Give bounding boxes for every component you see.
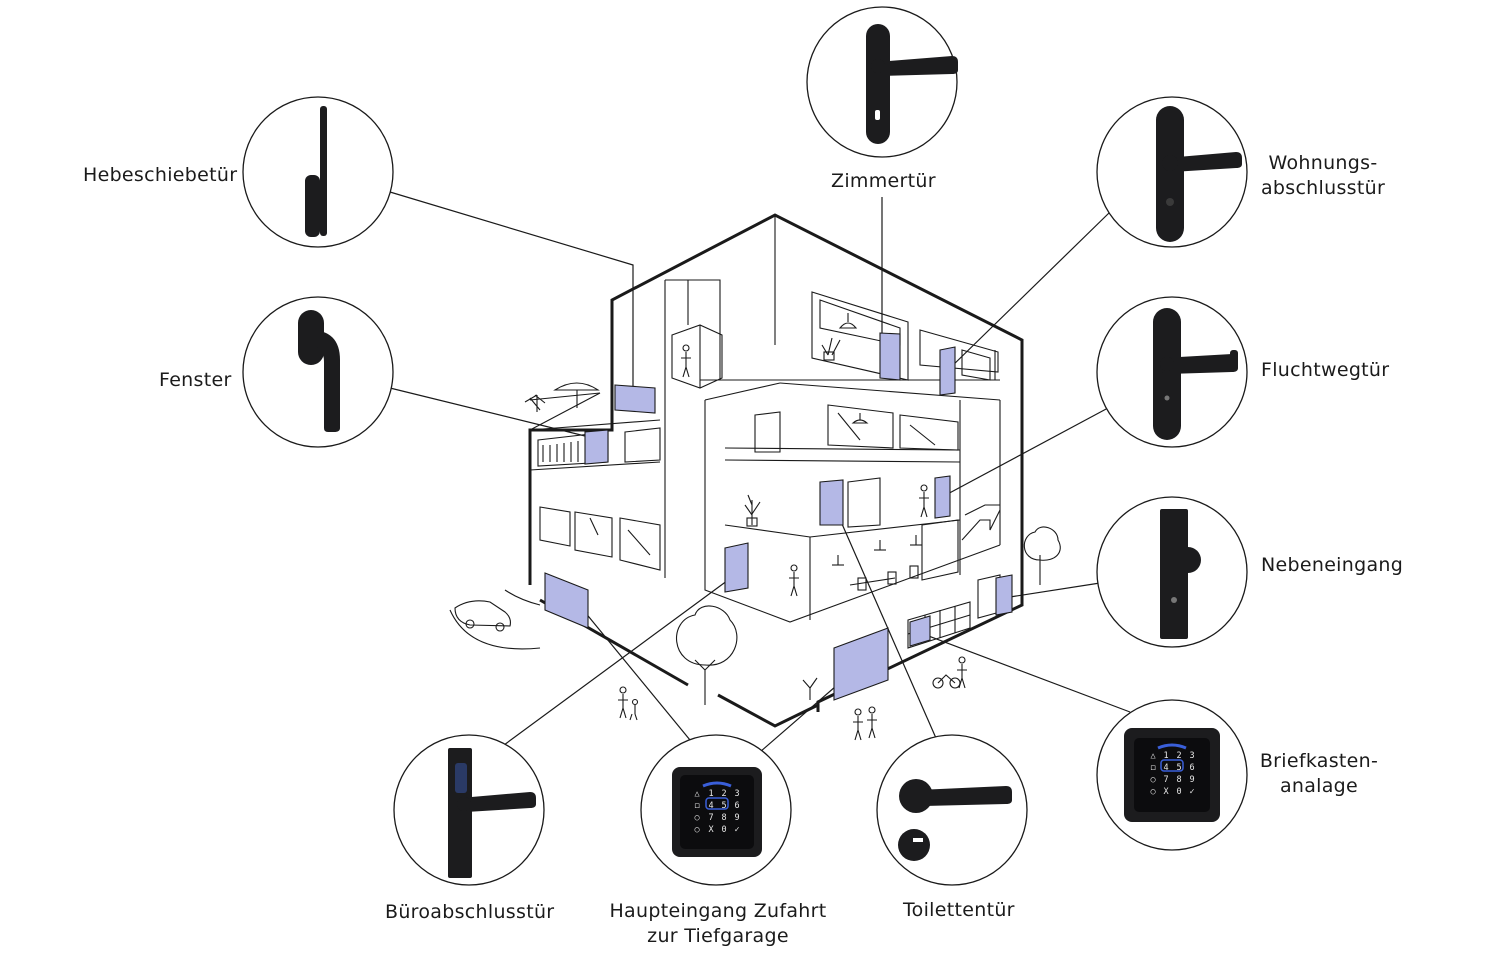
connector-fluchtwegtuer <box>941 407 1109 498</box>
apartment-door-lever-icon <box>1156 106 1242 242</box>
label-fluchtwegtuer: Fluchtwegtür <box>1261 359 1390 381</box>
label-line: Wohnungs- <box>1268 152 1378 174</box>
highlight-wohnungsabschluss <box>939 346 956 396</box>
connector-wohnungsabschluss <box>947 211 1111 371</box>
key: 4 <box>708 801 713 811</box>
side-entrance-knob-icon <box>1160 509 1201 639</box>
building <box>449 213 1061 741</box>
connector-lines <box>389 191 1131 771</box>
car <box>454 600 511 632</box>
key: 8 <box>1176 775 1181 785</box>
key: ✓ <box>734 825 739 835</box>
label-line: zur Tiefgarage <box>647 925 789 947</box>
highlight-nebeneingang <box>995 574 1013 616</box>
highlight-bueroabschluss <box>724 542 749 593</box>
key: ○ <box>1150 787 1155 797</box>
building-base-line-right <box>717 693 819 728</box>
connector-nebeneingang <box>1009 582 1101 598</box>
highlight-hebeschiebetuer <box>614 384 656 414</box>
toilet-door-lever-icon <box>898 779 1012 861</box>
label-line: abschlusstür <box>1260 177 1386 199</box>
circle-toilettentuer <box>876 734 1028 886</box>
highlight-fluchtwegtuer <box>934 475 951 519</box>
label-zimmertuer: Zimmertür <box>831 170 936 192</box>
highlighted-doors <box>544 332 1013 701</box>
key: ○ <box>694 813 699 823</box>
key: 1 <box>1163 751 1168 761</box>
key: △ <box>1150 751 1156 761</box>
escape-door-lever-icon <box>1153 308 1238 440</box>
label-line: Briefkasten- <box>1259 750 1379 772</box>
keypad-icon-briefkasten <box>1124 728 1220 822</box>
key: 9 <box>734 813 739 823</box>
lift-slide-handle-icon <box>305 106 327 237</box>
office-door-lever-icon <box>448 748 536 878</box>
window-handle-icon <box>298 310 340 432</box>
highlight-haupteingang <box>833 627 889 701</box>
key: 7 <box>708 813 713 823</box>
label-hebeschiebetuer: Hebeschiebetür <box>83 164 238 186</box>
label-briefkastenanlage: Briefkasten- analage <box>1256 749 1382 799</box>
connector-toilettentuer <box>834 507 951 771</box>
key: 2 <box>721 789 726 799</box>
key: ○ <box>1150 775 1155 785</box>
key: 0 <box>1176 787 1181 797</box>
highlight-toilettentuer <box>819 479 844 526</box>
label-line: analage <box>1279 775 1359 797</box>
trees <box>675 526 1061 705</box>
label-haupteingang: Haupteingang Zufahrt zur Tiefgarage <box>603 899 833 949</box>
connector-briefkasten <box>917 631 1131 713</box>
key: 0 <box>721 825 726 835</box>
connector-bueroabschluss <box>503 574 736 746</box>
key: 1 <box>708 789 713 799</box>
key: X <box>1163 787 1169 797</box>
label-line: Haupteingang Zufahrt <box>609 900 827 922</box>
keypad-icon-haupteingang <box>672 767 762 857</box>
keypad-glyphs-briefkasten: △ 1 2 3 ◻ 4 5 6 ○ 7 8 9 ○ X 0 ✓ <box>1150 751 1194 797</box>
connector-haupteingang <box>759 679 844 753</box>
label-wohnungsabschlusstuer: Wohnungs- abschlusstür <box>1258 151 1388 201</box>
room-door-lever-icon <box>866 24 958 144</box>
highlight-fenster <box>584 429 609 465</box>
highlight-zimmertuer <box>879 332 901 381</box>
key: 6 <box>1189 763 1194 773</box>
key: ○ <box>694 825 699 835</box>
key: △ <box>694 789 700 799</box>
label-nebeneingang: Nebeneingang <box>1261 554 1404 576</box>
key: 5 <box>721 801 726 811</box>
key: 3 <box>1189 751 1194 761</box>
keypad-glyphs-haupteingang: △ 1 2 3 ◻ 4 5 6 ○ 7 8 9 ○ X 0 ✓ <box>694 789 739 835</box>
circle-hebeschiebetuer <box>242 96 394 248</box>
key: 8 <box>721 813 726 823</box>
product-circles <box>242 6 1248 886</box>
label-fenster: Fenster <box>159 369 232 391</box>
label-bueroabschlusstuer: Büroabschlusstür <box>385 901 555 923</box>
key: ◻ <box>1150 763 1155 773</box>
people-figures <box>618 344 967 741</box>
circle-fenster <box>242 296 394 448</box>
key: 6 <box>734 801 739 811</box>
highlight-tiefgarage <box>544 572 589 629</box>
key: 2 <box>1176 751 1181 761</box>
key: ✓ <box>1189 787 1194 797</box>
label-toilettentuer: Toilettentür <box>903 899 1015 921</box>
key: ◻ <box>694 801 699 811</box>
key: 9 <box>1189 775 1194 785</box>
key: X <box>708 825 714 835</box>
highlight-briefkasten <box>909 615 931 647</box>
key: 4 <box>1163 763 1168 773</box>
key: 3 <box>734 789 739 799</box>
connector-tiefgarage <box>574 599 691 741</box>
key: 5 <box>1176 763 1181 773</box>
key: 7 <box>1163 775 1168 785</box>
connector-hebeschiebetuer <box>389 191 634 400</box>
